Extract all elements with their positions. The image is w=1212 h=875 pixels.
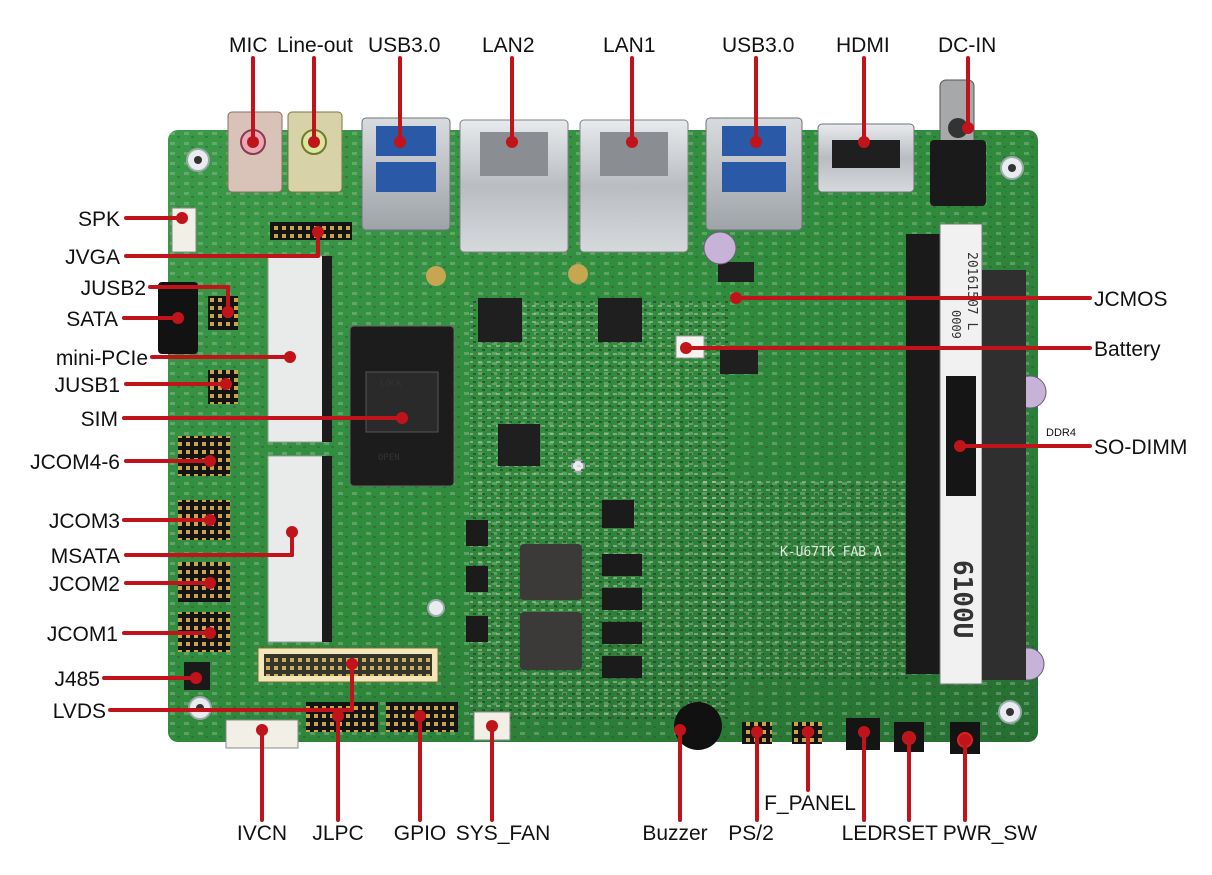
dimm-model-text: 6100U (947, 560, 977, 638)
label-sata: SATA (66, 308, 118, 331)
left-labels: SPK JVGA JUSB2 SATA mini-PCIe JUSB1 SIM … (30, 208, 148, 723)
label-gpio: GPIO (394, 822, 447, 845)
label-dc-in: DC-IN (938, 34, 996, 57)
label-mic: MIC (229, 34, 268, 57)
sim-slot: LOCK OPEN (349, 325, 455, 487)
chips (478, 262, 758, 466)
msata-slot (267, 455, 332, 643)
label-pwr-sw: PWR_SW (943, 822, 1038, 845)
label-led: LED (842, 822, 883, 845)
label-ddr4: DDR4 (1046, 427, 1076, 439)
label-jcom3: JCOM3 (49, 510, 120, 533)
label-sys-fan: SYS_FAN (456, 822, 551, 845)
label-lan2: LAN2 (482, 34, 535, 57)
label-lvds: LVDS (53, 700, 106, 723)
label-jcom1: JCOM1 (47, 623, 118, 646)
label-jlpc: JLPC (312, 822, 363, 845)
label-jcmos: JCMOS (1094, 288, 1168, 311)
label-jusb1: JUSB1 (55, 374, 120, 397)
label-jcom2: JCOM2 (49, 573, 120, 596)
right-labels: JCMOS Battery SO-DIMM DDR4 (1046, 288, 1187, 459)
pcb-board (168, 130, 1038, 742)
label-line-out: Line-out (277, 34, 353, 57)
label-jvga: JVGA (65, 246, 120, 269)
label-lan1: LAN1 (603, 34, 656, 57)
dimm-code2-text: 0009 (949, 310, 963, 339)
label-buzzer: Buzzer (642, 822, 707, 845)
top-labels: MIC Line-out USB3.0 LAN2 LAN1 USB3.0 HDM… (229, 34, 996, 57)
dc-in-jack (930, 79, 986, 206)
sim-lock-text: LOCK (380, 379, 402, 389)
so-dimm-slot: 20161507 L 0009 6100U (906, 223, 1026, 685)
leader-lines (102, 56, 1092, 822)
label-hdmi: HDMI (836, 34, 890, 57)
label-usb3-right: USB3.0 (722, 34, 794, 57)
label-jusb2: JUSB2 (81, 277, 146, 300)
label-jcom4-6: JCOM4-6 (30, 451, 120, 474)
label-battery: Battery (1094, 338, 1161, 361)
mini-pcie-slot (267, 255, 332, 443)
label-ps2: PS/2 (728, 822, 774, 845)
jvga-header (270, 222, 352, 240)
buzzer (674, 702, 722, 750)
lan1-port (579, 119, 689, 253)
label-spk: SPK (78, 208, 120, 231)
sim-open-text: OPEN (378, 453, 400, 463)
label-ivcn: IVCN (237, 822, 287, 845)
label-msata: MSATA (51, 545, 120, 568)
bottom-labels: IVCN JLPC GPIO SYS_FAN Buzzer PS/2 F_PAN… (237, 792, 1038, 845)
label-sim: SIM (81, 408, 118, 431)
inductors (520, 544, 582, 670)
lan2-port (459, 119, 569, 253)
label-j485: J485 (54, 668, 100, 691)
leader-dots (172, 122, 974, 746)
label-rset: RSET (882, 822, 938, 845)
label-so-dimm: SO-DIMM (1094, 436, 1187, 459)
label-usb3-left: USB3.0 (368, 34, 440, 57)
usb3-port-left (361, 117, 451, 231)
board-id-text: K-U67TK FAB A (780, 545, 882, 560)
label-mini-pcie: mini-PCIe (56, 347, 148, 370)
label-f-panel: F_PANEL (764, 792, 856, 815)
dimm-code-text: 20161507 L (964, 252, 979, 330)
mosfets (466, 500, 642, 678)
